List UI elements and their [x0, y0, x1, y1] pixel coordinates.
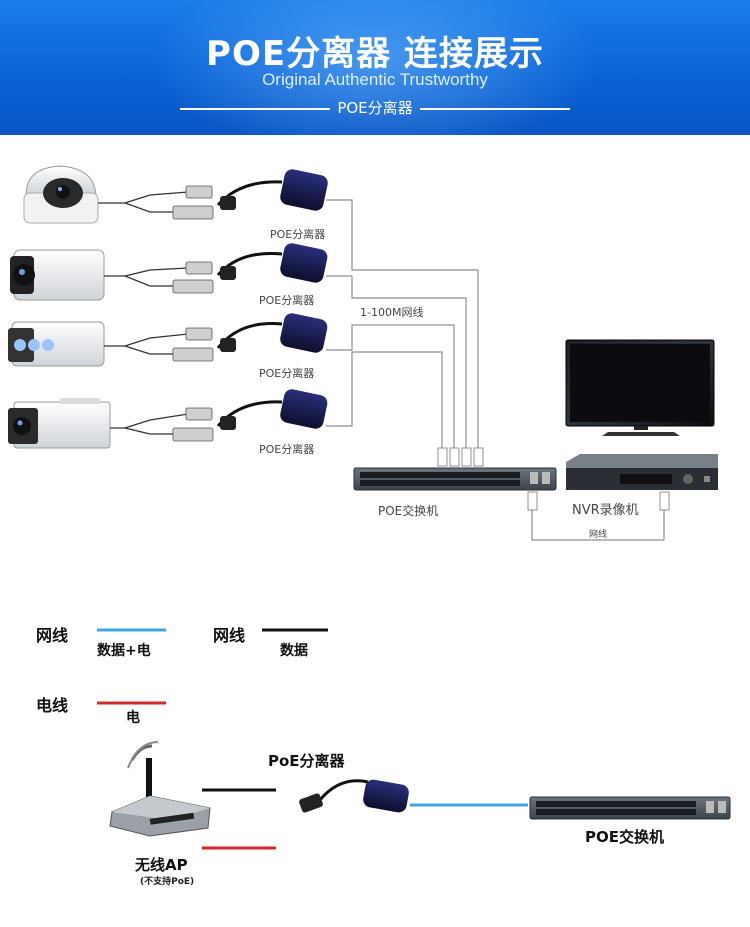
nvr-label: NVR录像机 [572, 503, 639, 518]
splitter-label-4: POE分离器 [259, 443, 315, 456]
switch-plugs [437, 447, 484, 467]
dome-camera-icon [23, 165, 99, 224]
ap-poe-switch-icon [529, 796, 731, 820]
splitter-label-1: POE分离器 [270, 228, 326, 241]
switch-label: POE交换机 [378, 504, 439, 518]
banner-rule-left [180, 108, 330, 110]
cable-label: 1-100M网线 [360, 306, 424, 319]
legend-desc-3: 电 [126, 710, 140, 726]
ap-switch-label: POE交换机 [585, 828, 664, 846]
ap-note: (不支持PoE) [140, 877, 195, 887]
network-cables [326, 199, 479, 450]
banner-rule-right [420, 108, 570, 110]
wifi-ap-icon [109, 741, 211, 837]
banner-subtitle: Original Authentic Trustworthy [262, 70, 488, 89]
splitter-icons [216, 169, 328, 430]
nvr-icon [566, 454, 718, 490]
camera-pigtails [98, 191, 189, 435]
ap-splitter-label: PoE分离器 [268, 752, 345, 770]
poe-switch-icon [353, 467, 557, 491]
camera-connectors [172, 185, 214, 442]
legend-label-3: 电线 [36, 696, 69, 715]
legend-label-1: 网线 [36, 626, 69, 645]
banner-glow [150, 0, 600, 135]
header-banner: POE分离器 连接展示 Original Authentic Trustwort… [0, 0, 750, 135]
splitter-label-2: POE分离器 [259, 294, 315, 307]
monitor-icon [565, 339, 715, 436]
banner-title: POE分离器 连接展示 [206, 34, 544, 74]
ap-label: 无线AP [135, 856, 188, 874]
nvr-link [527, 491, 670, 541]
legend-desc-2: 数据 [280, 643, 308, 659]
link-label: 网线 [589, 530, 608, 540]
legend-label-2: 网线 [213, 626, 246, 645]
box-camera-icon [8, 398, 111, 449]
banner-tag: POE分离器 [337, 99, 413, 117]
splitter-label-3: POE分离器 [259, 367, 315, 380]
legend-desc-1: 数据+电 [97, 643, 151, 659]
ap-splitter-icon [299, 779, 409, 813]
bullet-camera-icon [10, 249, 105, 301]
ir-bullet-camera-icon [8, 321, 105, 367]
